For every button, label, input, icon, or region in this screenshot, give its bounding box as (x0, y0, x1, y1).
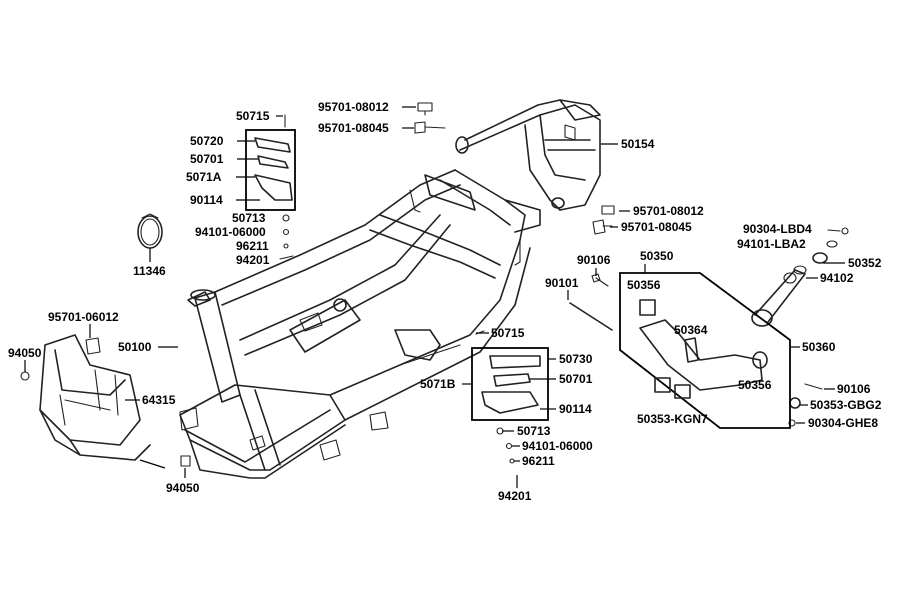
label-50701-top: 50701 (190, 152, 224, 166)
front-bracket (39, 334, 151, 461)
label-95701-08045-mid: 95701-08045 (621, 220, 692, 234)
label-94102: 94102 (820, 271, 854, 285)
label-95701-08012-mid: 95701-08012 (633, 204, 704, 218)
label-96211-bot: 96211 (522, 454, 555, 468)
label-64315: 64315 (142, 393, 176, 407)
label-95701-08045-top: 95701-08045 (318, 121, 389, 135)
label-94201-bot: 94201 (498, 489, 532, 503)
rear-carrier (455, 99, 601, 211)
label-50715-mid: 50715 (491, 326, 525, 340)
label-90106-bot: 90106 (837, 382, 871, 396)
label-5071A: 5071A (186, 170, 222, 184)
label-5071B: 5071B (420, 377, 456, 391)
label-50701-mid: 50701 (559, 372, 593, 386)
leader-lines (24, 106, 845, 488)
label-50356-top: 50356 (627, 278, 661, 292)
side-stand-arm (751, 269, 806, 327)
label-90304-LBD4: 90304-LBD4 (743, 222, 812, 236)
label-94050-left: 94050 (8, 346, 42, 360)
label-50713-top: 50713 (232, 211, 266, 225)
label-94101-06000-top: 94101-06000 (195, 225, 266, 239)
label-95701-08012-top: 95701-08012 (318, 100, 389, 114)
label-50154: 50154 (621, 137, 655, 151)
label-50353-GBG2: 50353-GBG2 (810, 398, 882, 412)
label-96211-top: 96211 (236, 239, 269, 253)
label-50350: 50350 (640, 249, 674, 263)
label-95701-06012: 95701-06012 (48, 310, 119, 324)
label-90304-GHE8: 90304-GHE8 (808, 416, 878, 430)
label-94050-bottom: 94050 (166, 481, 200, 495)
label-50352: 50352 (848, 256, 882, 270)
label-94201-top: 94201 (236, 253, 270, 267)
label-90114-mid: 90114 (559, 402, 592, 416)
main-stand-box (619, 272, 791, 429)
label-50353-KGN7: 50353-KGN7 (637, 412, 708, 426)
label-50100: 50100 (118, 340, 152, 354)
footrest-box-top (245, 129, 296, 211)
label-50364: 50364 (674, 323, 708, 337)
main-frame (179, 169, 541, 479)
label-94101-06000-bot: 94101-06000 (522, 439, 593, 453)
part-labels: 50715 50720 50701 5071A 90114 50713 9410… (8, 100, 882, 503)
label-11346: 11346 (133, 264, 166, 278)
label-50713-bot: 50713 (517, 424, 551, 438)
hose-clamp (137, 213, 163, 249)
label-90101: 90101 (545, 276, 579, 290)
footrest-box-mid (471, 347, 549, 421)
label-50720: 50720 (190, 134, 224, 148)
label-90106-top: 90106 (577, 253, 611, 267)
fasteners (20, 102, 849, 467)
label-50730: 50730 (559, 352, 593, 366)
label-50356-bot: 50356 (738, 378, 772, 392)
label-94101-LBA2: 94101-LBA2 (737, 237, 806, 251)
label-90114-top: 90114 (190, 193, 223, 207)
label-50360: 50360 (802, 340, 836, 354)
label-50715-top: 50715 (236, 109, 270, 123)
